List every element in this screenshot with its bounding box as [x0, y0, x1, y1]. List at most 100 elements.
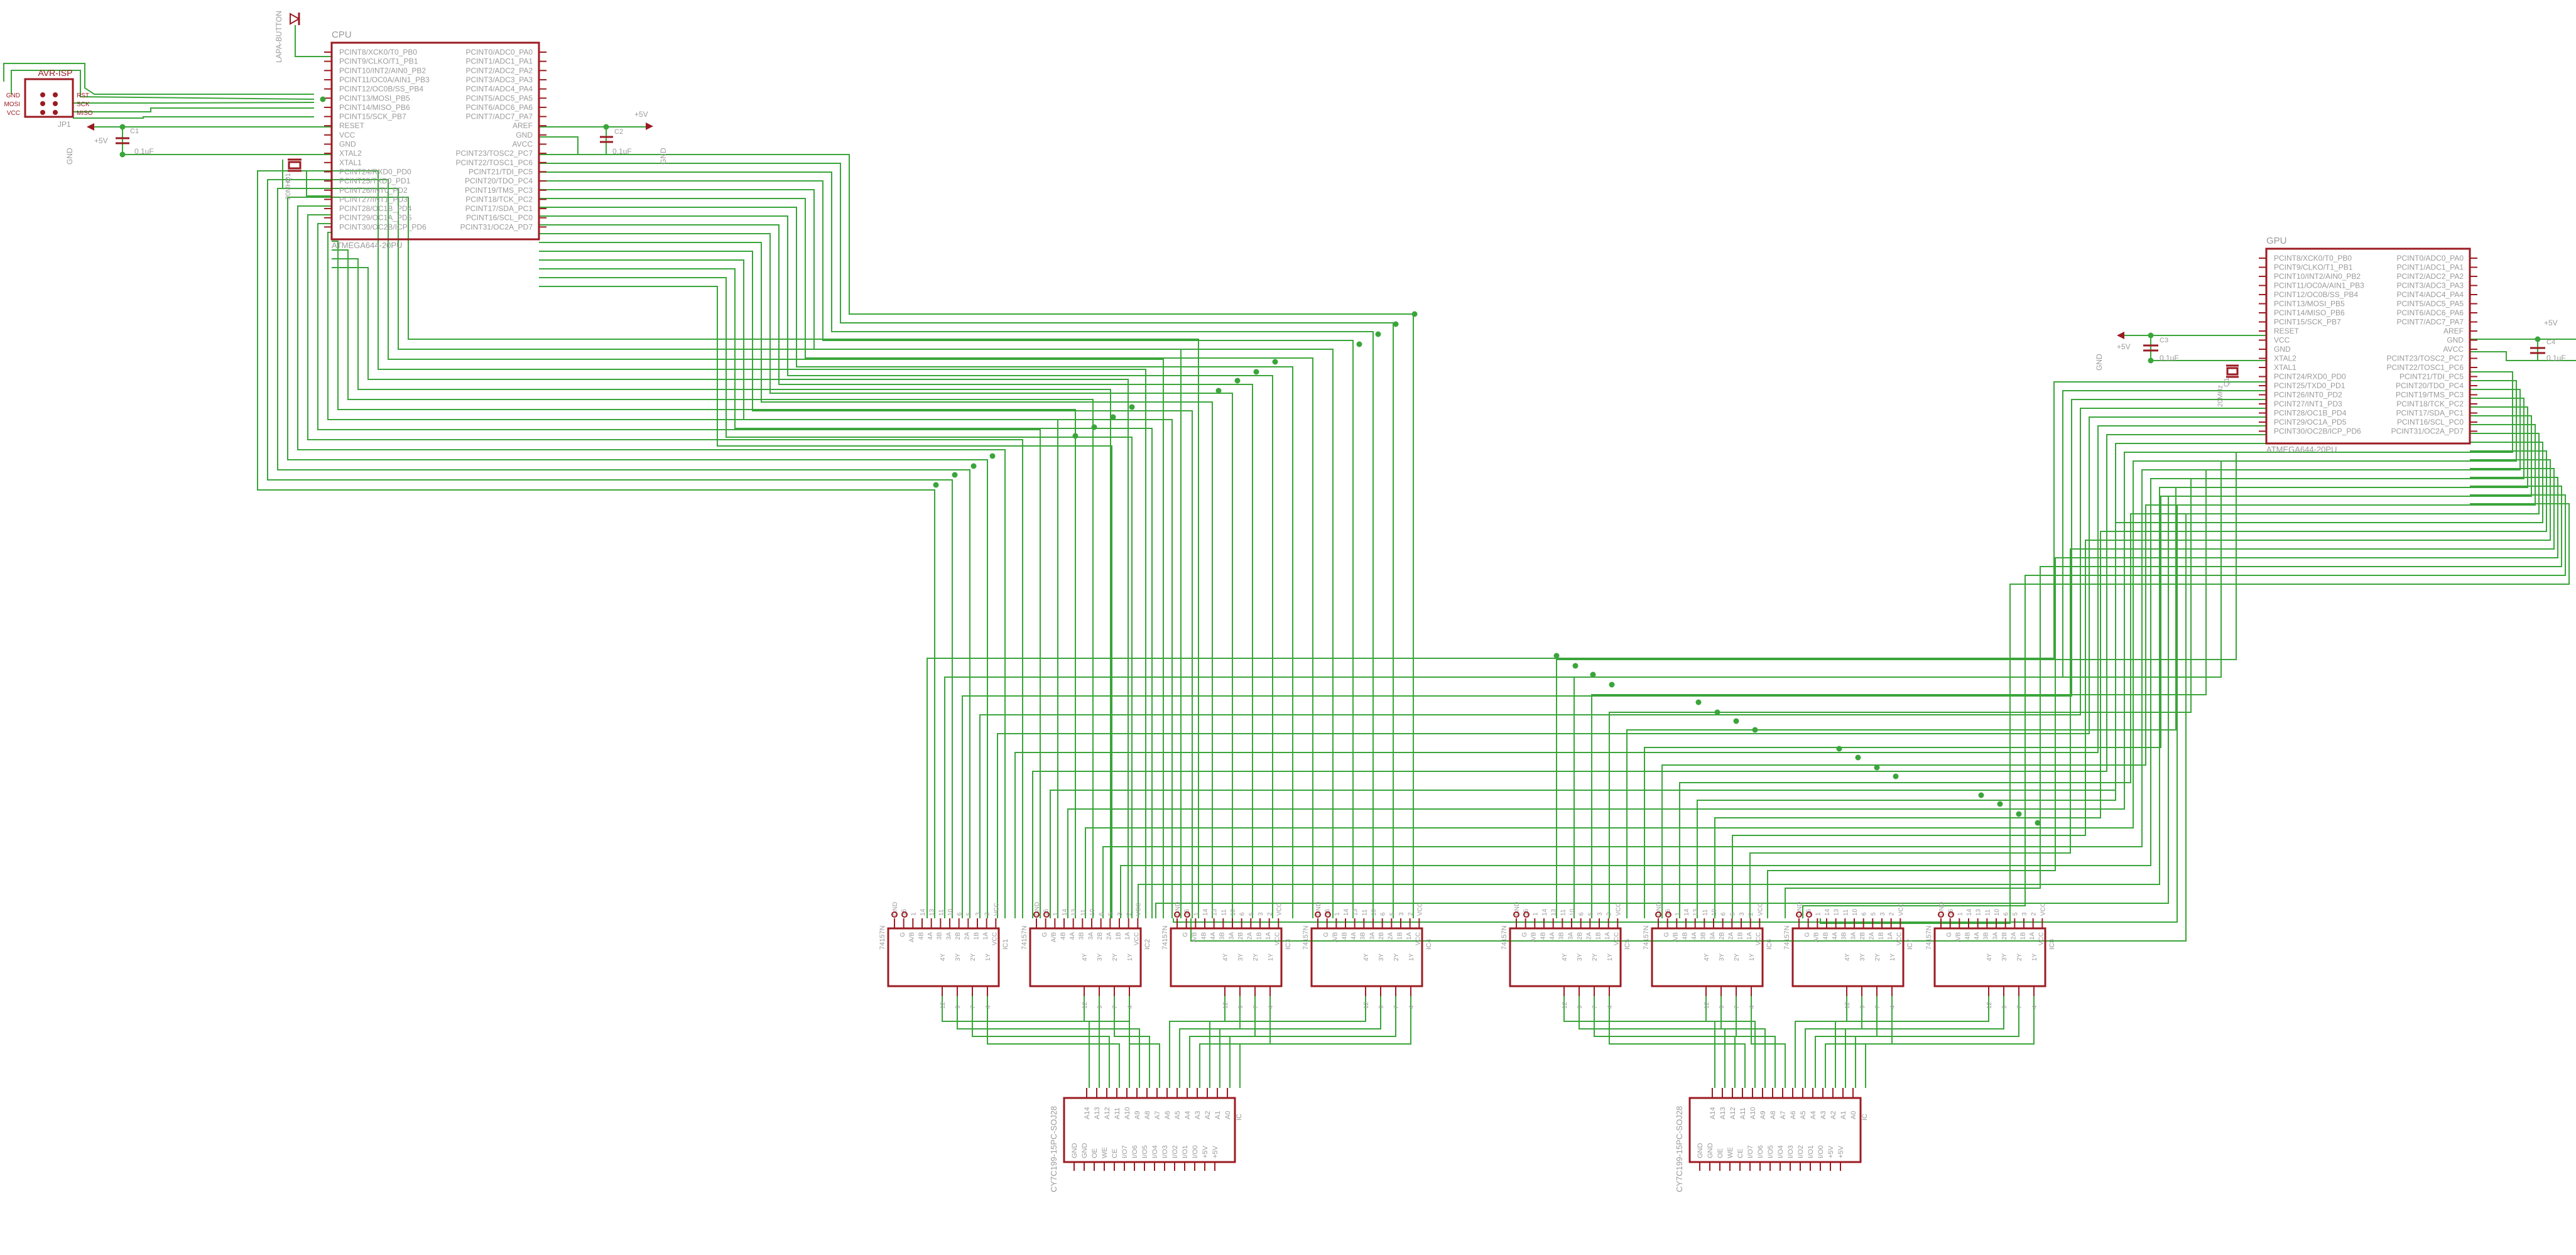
isp-right-label: MISO: [77, 110, 93, 117]
isp-ref: JP1: [58, 120, 71, 129]
sram-io-label: I/O3: [1787, 1145, 1795, 1158]
pin-label-left: XTAL1: [2274, 363, 2296, 372]
isp-right-label: RST: [77, 92, 89, 99]
sram-addr-label: A14: [1709, 1107, 1717, 1119]
mux-ref-label: IC2: [1144, 939, 1151, 950]
wire: [257, 170, 935, 918]
mux-pin-label: G: [1663, 932, 1670, 937]
pin-label-right: PCINT22/TOSC1_PC6: [456, 158, 533, 167]
sram-io-label: GND: [1707, 1143, 1714, 1159]
avr-isp-title: AVR-ISP: [38, 68, 73, 78]
mux-pin-number: VCC: [1898, 903, 1905, 916]
mux-pin-number: 10: [1994, 908, 2001, 916]
wire: [317, 223, 1041, 918]
wire: [1820, 503, 2570, 924]
sram-io-label: I/O6: [1131, 1145, 1139, 1158]
mux-inv-bubble: [1523, 911, 1530, 918]
pin-label-right: PCINT1/ADC1_PA1: [2397, 263, 2464, 272]
mux-pin-label: 4A: [1350, 932, 1357, 940]
wire: [1626, 406, 2528, 918]
junction-dot: [1997, 801, 2003, 807]
pin-label-right: PCINT0/ADC0_PA0: [466, 48, 533, 57]
pin-label-left: PCINT30/OC2B/ICP_PD6: [2274, 427, 2361, 436]
mux-out-label: 1Y: [985, 953, 992, 961]
pin-label-right: PCINT6/ADC6_PA6: [2397, 308, 2464, 317]
gpu-title: GPU: [2266, 236, 2287, 246]
sram-io-label: CE: [1737, 1149, 1744, 1158]
mux-pin-label: A/B: [1813, 932, 1820, 942]
pin-label-left: PCINT29/OC1A_PD5: [339, 214, 412, 222]
mux-pin-number: 1: [1193, 912, 1200, 916]
mux-pin-number: 13: [1071, 908, 1078, 916]
mux-out-label: 3Y: [2001, 953, 2008, 961]
mux-pin-number: GND: [1514, 902, 1521, 916]
pin-label-right: PCINT16/SCL_PC0: [2397, 418, 2464, 426]
junction-dot: [1855, 754, 1861, 761]
mux-pin-number: 11: [1220, 909, 1227, 916]
sram-cy7c199-body: [1688, 1097, 1862, 1163]
pin-label-left: XTAL2: [339, 149, 362, 158]
mux-pin-label: 2B: [1719, 932, 1725, 940]
mux-out-label: 3Y: [1577, 953, 1584, 961]
pin-label-left: PCINT9/CLKO/T1_PB1: [339, 57, 418, 66]
mux-inv-bubble: [1315, 911, 1321, 918]
wire: [1785, 486, 2562, 918]
cap-value: 0.1uF: [612, 147, 632, 156]
sram-addr-label: A3: [1820, 1111, 1827, 1119]
mux-out-pin: 12: [1986, 1001, 1993, 1009]
isp-left-label: GND: [6, 92, 20, 99]
mux-pin-label: 2B: [1237, 932, 1244, 940]
pin-label-right: GND: [2447, 336, 2464, 345]
wire: [1209, 996, 1366, 1088]
sram-addr-label: A2: [1830, 1111, 1837, 1119]
mux-pin-label: 4B: [1822, 932, 1829, 940]
wire: [1705, 996, 1756, 1088]
wire: [73, 116, 314, 119]
mux-pin-number: 5: [1729, 912, 1736, 916]
wire-layer: [3, 25, 2576, 1088]
wire: [295, 25, 332, 57]
mux-pin-number: GND: [1175, 902, 1182, 916]
pin-label-right: PCINT31/OC2A_PD7: [2391, 427, 2464, 436]
mux-pin-label: VCC: [1614, 932, 1621, 945]
pin-label-right: AREF: [513, 121, 533, 130]
wire: [1845, 996, 2004, 1088]
sram-io-label: +5V: [1827, 1145, 1835, 1158]
mux-pin-label: 4B: [1682, 932, 1688, 940]
wire: [332, 170, 1146, 918]
mux-pin-label: 3B: [1700, 932, 1707, 940]
wire: [332, 267, 1129, 918]
mux-out-pin: 7: [1592, 1005, 1599, 1009]
wire: [539, 251, 1193, 918]
mux-pin-number: 13: [1693, 908, 1700, 916]
pin-label-right: AREF: [2443, 327, 2464, 335]
sram-io-label: I/O0: [1192, 1145, 1199, 1158]
mux-pin-number: 2: [1606, 912, 1613, 916]
sram-io-label: I/O7: [1747, 1145, 1754, 1158]
pin-label-left: PCINT12/OC0B/SS_PB4: [339, 85, 423, 94]
wire: [539, 259, 1173, 918]
mux-pin-label: 1A: [1124, 932, 1131, 940]
mux-pin-number: 6: [957, 912, 964, 916]
wire: [1084, 996, 1130, 1088]
pin-label-left: XTAL1: [339, 158, 362, 167]
wire: [332, 179, 1164, 918]
wire: [539, 180, 1354, 918]
sram-io-label: I/O4: [1777, 1145, 1785, 1158]
junction-dot: [1129, 404, 1135, 410]
mux-74157n-body: [1933, 927, 2046, 987]
mux-out-pin: 9: [1378, 1005, 1385, 1009]
mux-out-pin: 4: [1127, 1005, 1134, 1009]
pin-label-left: PCINT13/MOSI_PB5: [339, 94, 410, 102]
wire: [1802, 494, 2566, 918]
pin-label-right: PCINT20/TDO_PC4: [2396, 381, 2464, 390]
pin-label-left: VCC: [2274, 336, 2290, 345]
wire: [987, 996, 1120, 1088]
mux-pin-label: A/B: [1192, 932, 1198, 942]
mux-pin-label: 2A: [964, 932, 971, 940]
mux-pin-number: 1: [1052, 912, 1059, 916]
mux-74157n-body: [1029, 927, 1142, 987]
mux-ref-label: IC4: [1425, 939, 1433, 950]
pin-label-right: PCINT21/TDI_PC5: [469, 167, 533, 176]
